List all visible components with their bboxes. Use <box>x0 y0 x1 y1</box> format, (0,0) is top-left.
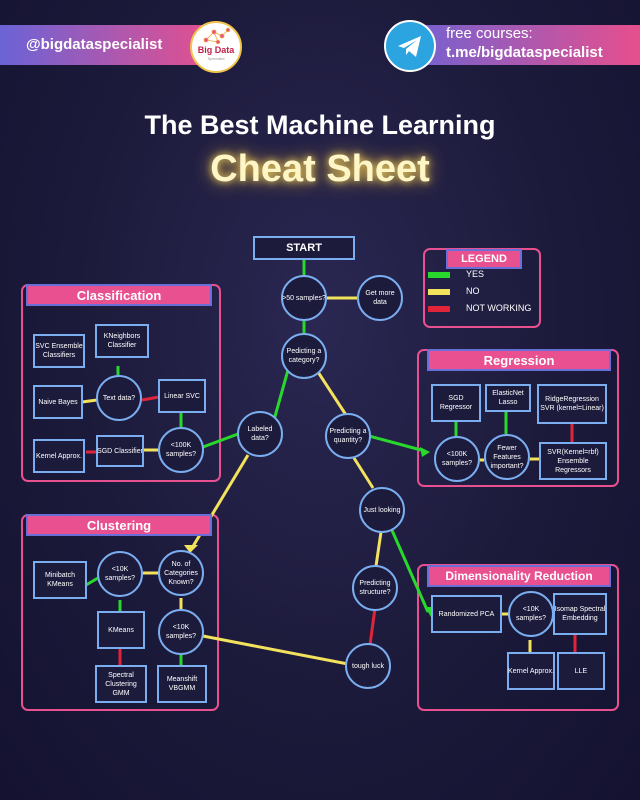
predicting-category-node: Pedicting a category? <box>286 348 322 364</box>
sgd-regressor-node: SGD Regressor <box>439 395 473 411</box>
predicting-structure-node: Predicting structure? <box>359 580 391 596</box>
brand-logo: Big Data Specialist <box>190 21 242 73</box>
legend-no-swatch <box>428 289 450 295</box>
start-node: START <box>286 241 322 254</box>
linear-svc-node: Linear SVC <box>164 392 200 400</box>
lt100k-cls-node: <100K samples? <box>166 442 196 458</box>
randomized-pca-node: Randomized PCA <box>438 610 495 618</box>
handle-text: @bigdataspecialist <box>26 36 163 53</box>
predicting-quantity-node: Predicting a quantity? <box>329 428 367 444</box>
legend-notworking-swatch <box>428 306 450 312</box>
legend-header: LEGEND <box>446 249 522 269</box>
meanshift-node: Meanshift VBGMM <box>166 676 198 692</box>
naive-bayes-node: Naive Bayes <box>38 398 78 406</box>
lt10k-clu-a-node: <10K samples? <box>105 566 135 582</box>
page-subtitle: Cheat Sheet <box>210 148 430 190</box>
free-courses-text: free courses: <box>446 25 533 42</box>
gt50-node: >50 samples? <box>282 294 326 302</box>
isomap-node: Isomap Spectral Embedding <box>554 606 606 622</box>
lt10k-clu-b-node: <10K samples? <box>166 624 196 640</box>
just-looking-node: Just looking <box>363 506 401 514</box>
tough-luck-node: tough luck <box>352 662 384 670</box>
fewer-features-node: Fewer Features important? <box>490 444 524 470</box>
network-icon <box>203 27 231 45</box>
classification-header: Classification <box>26 284 212 306</box>
kernel-approx-dim-node: Kernel Approx. <box>508 667 554 675</box>
svr-ensemble-node: SVR(Kernel=rbf) Ensemble Regressors <box>547 448 599 474</box>
lt10k-dim-node: <10K samples? <box>516 606 546 622</box>
kmeans-node: KMeans <box>108 626 134 634</box>
clustering-header: Clustering <box>26 514 212 536</box>
ridge-svr-node: RidgeRegression SVR (kernel=Linear) <box>540 396 604 412</box>
get-more-data-node: Get more data <box>365 290 395 306</box>
kneighbors-node: KNeighbors Classifier <box>103 333 141 349</box>
start-box <box>253 236 355 260</box>
labeled-data-node: Labeled data? <box>247 426 273 442</box>
legend-yes-label: YES <box>466 269 485 279</box>
logo-text: Big Data <box>197 45 235 55</box>
legend-yes-swatch <box>428 272 450 278</box>
elasticnet-lasso-node: ElasticNet Lasso <box>492 390 524 406</box>
page-title: The Best Machine Learning <box>144 110 496 140</box>
telegram-icon[interactable] <box>384 20 436 72</box>
lt100k-reg-node: <100K samples? <box>442 451 472 467</box>
handle-banner: @bigdataspecialist <box>0 25 215 65</box>
spectral-gmm-node: Spectral Clustering GMM <box>105 671 137 697</box>
sgd-classifier-node: SGD Classifier <box>97 447 143 455</box>
text-data-node: Text data? <box>102 394 136 402</box>
num-categories-node: No. of Categories Known? <box>164 560 198 586</box>
logo-tagline: Specialist <box>207 56 225 61</box>
legend-no-label: NO <box>466 286 480 296</box>
svc-ensemble-node: SVC Ensemble Classifiers <box>35 343 83 359</box>
regression-header: Regression <box>427 349 611 371</box>
legend-notworking-label: NOT WORKING <box>466 303 532 313</box>
dimensionality-header: Dimensionality Reduction <box>427 565 611 587</box>
minibatch-kmeans-node: Minibatch KMeans <box>45 572 75 588</box>
channel-link[interactable]: t.me/bigdataspecialist <box>446 44 603 61</box>
kernel-approx-cls-node: Kernel Approx. <box>36 452 82 460</box>
lle-node: LLE <box>574 667 588 675</box>
